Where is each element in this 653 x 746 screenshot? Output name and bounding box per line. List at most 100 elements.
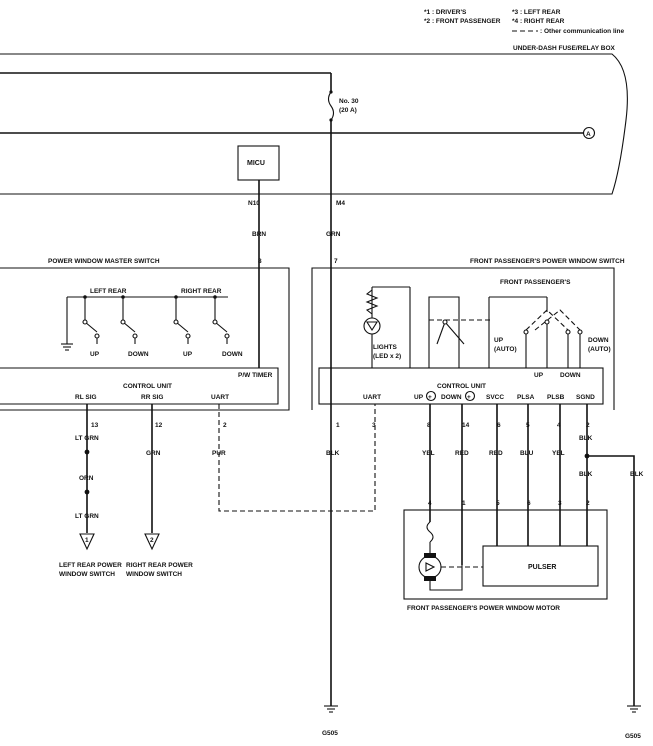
passenger-down-auto-1: DOWN (588, 337, 609, 344)
fuse-number: No. 30 (339, 98, 359, 105)
master-switch-outline (0, 267, 290, 411)
micu: MICU N10 BRN 8 (237, 145, 280, 368)
front-passengers-label: FRONT PASSENGER'S (500, 279, 571, 286)
uart-pur-line (218, 404, 376, 512)
fuse-terminal-top (329, 90, 333, 94)
motor-pin-1: 1 (462, 500, 466, 507)
wire-color-orn: ORN (79, 475, 94, 482)
master-pin-12: 12 (155, 422, 163, 429)
wire-color-yel-1: YEL (422, 450, 435, 457)
master-control-unit-label: CONTROL UNIT (123, 383, 172, 390)
passenger-pin-7: 7 (334, 258, 338, 265)
plus-icon-down (464, 390, 476, 402)
fuse-symbol (327, 91, 335, 121)
left-rear-switch-2: WINDOW SWITCH (59, 571, 115, 578)
main-switch-blade-1 (436, 321, 446, 345)
passenger-switch: FRONT PASSENGER'S POWER WINDOW SWITCH LI… (311, 258, 625, 429)
wire-color-grn-2: GRN (146, 450, 161, 457)
lights-label: LIGHTS (373, 344, 397, 351)
master-down-2: DOWN (222, 351, 243, 358)
legend-item-3: *3 : LEFT REAR (512, 9, 561, 16)
master-switch: POWER WINDOW MASTER SWITCH LEFT REAR RIG… (0, 258, 290, 429)
left-rear-switch-1: LEFT REAR POWER (59, 562, 122, 569)
passenger-pin-3: 3 (372, 422, 376, 429)
led-label: (LED x 2) (373, 353, 401, 360)
motor-pin-3: 3 (558, 500, 562, 507)
resistor-symbol (365, 289, 379, 315)
right-rear-switch-1: RIGHT REAR POWER (126, 562, 193, 569)
motor-outline (403, 509, 608, 600)
passenger-down-auto-2: (AUTO) (588, 346, 611, 353)
master-switch-title: POWER WINDOW MASTER SWITCH (48, 258, 160, 265)
legend: *1 : DRIVER'S *2 : FRONT PASSENGER *3 : … (424, 9, 625, 35)
ground-1-label: G505 (322, 730, 338, 737)
pulser-box (482, 545, 599, 587)
master-up-1: UP (90, 351, 100, 358)
master-pin-8: 8 (258, 258, 262, 265)
wire-color-yel-2: YEL (552, 450, 565, 457)
passenger-control-unit-box (318, 367, 604, 405)
auto-link-2 (534, 309, 581, 331)
passenger-uart: UART (363, 394, 381, 401)
passenger-pin-1: 1 (336, 422, 340, 429)
passenger-plsb: PLSB (547, 394, 565, 401)
passenger-pin-14: 14 (462, 422, 470, 429)
ground-2-label: G505 (625, 733, 641, 740)
motor-brush-top (424, 553, 436, 558)
wire-color-red-1: RED (455, 450, 469, 457)
master-pw-timer: P/W TIMER (238, 372, 273, 379)
plus-icon-up (425, 390, 437, 402)
wire-color-blk-4: BLK (630, 471, 644, 478)
passenger-control-unit-label: CONTROL UNIT (437, 383, 486, 390)
aux-contact-1 (523, 329, 529, 335)
connector-2-triangle (144, 533, 160, 551)
main-switch-frame (428, 296, 460, 368)
plus-icon-up-glyph: + (428, 394, 432, 401)
main-switch-pivot (442, 319, 448, 325)
passenger-sgnd: SGND (576, 394, 595, 401)
motor-symbol (418, 555, 442, 579)
wire-color-brn: BRN (252, 231, 266, 238)
motor-breaker (426, 521, 434, 543)
fuse-relay-box: UNDER-DASH FUSE/RELAY BOX No. 30 (20 A) … (0, 45, 628, 195)
master-pin-13: 13 (91, 422, 99, 429)
motor-pin-6: 6 (527, 500, 531, 507)
micu-pin-n10: N10 (248, 200, 260, 207)
connector-1-triangle (79, 533, 95, 551)
motor-rotation (425, 562, 436, 572)
connector-a-circle (582, 126, 596, 140)
motor-pin-5: 5 (496, 500, 500, 507)
master-left-rear: LEFT REAR (90, 288, 127, 295)
legend-item-2: *2 : FRONT PASSENGER (424, 18, 501, 25)
connector-a-label: A (586, 131, 591, 138)
motor-pin-4: 4 (428, 500, 432, 507)
main-switch-blade-2 (444, 321, 465, 345)
blk-ground-branch (587, 455, 635, 706)
passenger-pin-6: 6 (497, 422, 501, 429)
master-rr-sig: RR SIG (141, 394, 163, 401)
connector-2-num: 2 (150, 537, 154, 544)
motor-wires: YEL RED RED BLU YEL BLK BLK BLK G505 (422, 404, 644, 740)
master-uart: UART (211, 394, 229, 401)
passenger-up-auto-2: (AUTO) (494, 346, 517, 353)
splice-1 (84, 449, 90, 455)
wire-color-pur: PUR (212, 450, 226, 457)
right-rear-switch-2: WINDOW SWITCH (126, 571, 182, 578)
aux-contact-4 (577, 329, 583, 335)
passenger-svcc: SVCC (486, 394, 504, 401)
passenger-switch-title: FRONT PASSENGER'S POWER WINDOW SWITCH (470, 258, 625, 265)
passenger-switch-outline (311, 267, 615, 410)
fuse-rating: (20 A) (339, 107, 357, 114)
passenger-plsa: PLSA (517, 394, 535, 401)
motor-title: FRONT PASSENGER'S POWER WINDOW MOTOR (407, 605, 560, 612)
master-right-rear: RIGHT REAR (181, 288, 222, 295)
passenger-term-down: DOWN (441, 394, 462, 401)
wire-color-blk-2: BLK (579, 435, 593, 442)
master-control-unit-box (0, 367, 279, 405)
passenger-up: UP (534, 372, 544, 379)
wire-color-lt-grn-1: LT GRN (75, 435, 99, 442)
master-down-1: DOWN (128, 351, 149, 358)
main-feed-wire: M4 GRN 7 1 BLK G505 (322, 120, 345, 737)
led-diode (366, 321, 378, 332)
